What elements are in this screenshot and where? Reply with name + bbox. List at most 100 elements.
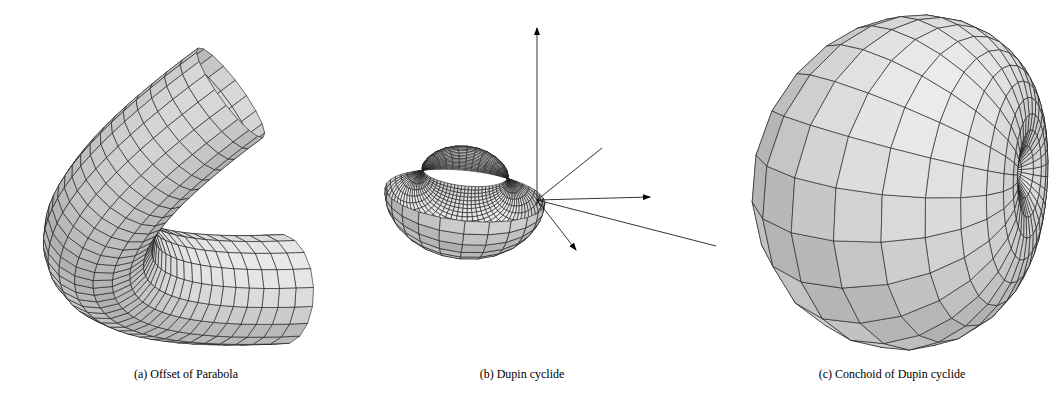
mesh-patch bbox=[418, 172, 421, 178]
mesh-patch bbox=[467, 217, 473, 222]
mesh-patch bbox=[466, 164, 473, 166]
mesh-patch bbox=[463, 204, 467, 208]
mesh-patch bbox=[468, 193, 472, 197]
mesh-patch bbox=[392, 199, 403, 216]
mesh-patch bbox=[386, 193, 392, 208]
mesh-patch bbox=[475, 197, 479, 201]
mesh-patch bbox=[479, 165, 486, 168]
mesh-patch bbox=[459, 164, 466, 166]
mesh-patch bbox=[509, 180, 512, 186]
mesh-patch bbox=[462, 234, 488, 245]
mesh-patch bbox=[461, 186, 465, 190]
mesh-patch bbox=[464, 193, 468, 197]
mesh-patch bbox=[498, 172, 504, 176]
mesh-patch bbox=[456, 146, 467, 148]
mesh-patch bbox=[467, 201, 471, 205]
mesh-patch bbox=[460, 252, 483, 257]
mesh-patch bbox=[523, 184, 529, 189]
mesh-patch bbox=[439, 162, 446, 164]
mesh-patch bbox=[401, 173, 407, 177]
mesh-patch bbox=[184, 261, 193, 282]
mesh-patch bbox=[446, 168, 452, 169]
mesh-patch bbox=[177, 259, 184, 280]
parabola-offset-tube bbox=[44, 48, 314, 345]
mesh-patch bbox=[464, 221, 490, 235]
mesh-patch bbox=[390, 177, 395, 184]
mesh-patch bbox=[461, 245, 485, 253]
mesh-patch bbox=[467, 205, 471, 209]
mesh-patch bbox=[402, 206, 419, 224]
mesh-patch bbox=[395, 174, 401, 179]
mesh-patch bbox=[410, 196, 413, 203]
mesh-patch bbox=[510, 179, 517, 182]
mesh-patch bbox=[504, 176, 510, 179]
mesh-patch bbox=[514, 199, 517, 206]
mesh-patch bbox=[503, 182, 506, 186]
mesh-patch bbox=[498, 171, 504, 175]
mesh-patch bbox=[467, 197, 471, 201]
mesh-patch bbox=[446, 163, 453, 165]
mesh-patch bbox=[278, 288, 296, 307]
mesh-patch bbox=[475, 190, 479, 194]
mesh-patch bbox=[262, 289, 279, 308]
mesh-patch bbox=[433, 164, 440, 166]
mesh-patch bbox=[488, 221, 511, 235]
mesh-patch bbox=[198, 90, 226, 118]
mesh-patch bbox=[171, 257, 177, 278]
mesh-patch bbox=[475, 193, 479, 197]
mesh-patch bbox=[471, 197, 475, 201]
mesh-patch bbox=[471, 190, 475, 194]
mesh-patch bbox=[478, 193, 482, 197]
mesh-patch bbox=[446, 161, 453, 163]
mesh-patch bbox=[407, 172, 414, 175]
mesh-patch bbox=[508, 180, 510, 186]
mesh-patch bbox=[489, 186, 493, 189]
mesh-patch bbox=[293, 269, 313, 288]
mesh-patch bbox=[467, 209, 472, 213]
mesh-patch bbox=[478, 190, 482, 194]
mesh-patch bbox=[471, 193, 475, 197]
mesh-patch bbox=[420, 169, 427, 172]
mesh-patch bbox=[295, 288, 314, 308]
mesh-patch bbox=[510, 179, 516, 183]
mesh-patch bbox=[420, 169, 427, 170]
mesh-patch bbox=[510, 179, 517, 182]
mesh-patch bbox=[509, 180, 512, 186]
mesh-patch bbox=[427, 166, 434, 169]
mesh-patch bbox=[192, 263, 202, 284]
mesh-patch bbox=[511, 186, 514, 193]
mesh-patch bbox=[519, 205, 522, 213]
mesh-patch bbox=[468, 190, 472, 194]
mesh-patch bbox=[417, 178, 419, 184]
mesh-patch bbox=[440, 164, 447, 166]
mesh-patch bbox=[222, 268, 236, 288]
mesh-patch bbox=[496, 184, 499, 187]
mesh-patch bbox=[420, 172, 422, 178]
mesh-patch bbox=[416, 178, 419, 184]
mesh-patch bbox=[503, 181, 506, 184]
conchoid-surface bbox=[752, 15, 1048, 350]
mesh-patch bbox=[166, 254, 171, 275]
mesh-patch bbox=[510, 180, 516, 184]
mesh-patch bbox=[499, 183, 502, 186]
mesh-patch bbox=[478, 166, 485, 169]
mesh-patch bbox=[201, 265, 213, 285]
mesh-patch bbox=[508, 180, 509, 186]
mesh-patch bbox=[440, 167, 447, 168]
mesh-patch bbox=[467, 213, 472, 217]
mesh-patch bbox=[387, 180, 391, 188]
mesh-patch bbox=[511, 187, 513, 193]
mesh-patch bbox=[247, 269, 264, 288]
mesh-patch bbox=[427, 166, 434, 169]
mesh-patch bbox=[493, 185, 497, 188]
mesh-patch bbox=[420, 169, 427, 171]
mesh-patch bbox=[486, 186, 490, 189]
mesh-patch bbox=[234, 269, 249, 288]
mesh-patch bbox=[426, 164, 432, 168]
mesh-patch bbox=[418, 178, 420, 184]
mesh-patch bbox=[414, 171, 421, 173]
mesh-patch bbox=[462, 212, 467, 217]
mesh-patch bbox=[440, 166, 447, 167]
mesh-patch bbox=[463, 208, 468, 212]
